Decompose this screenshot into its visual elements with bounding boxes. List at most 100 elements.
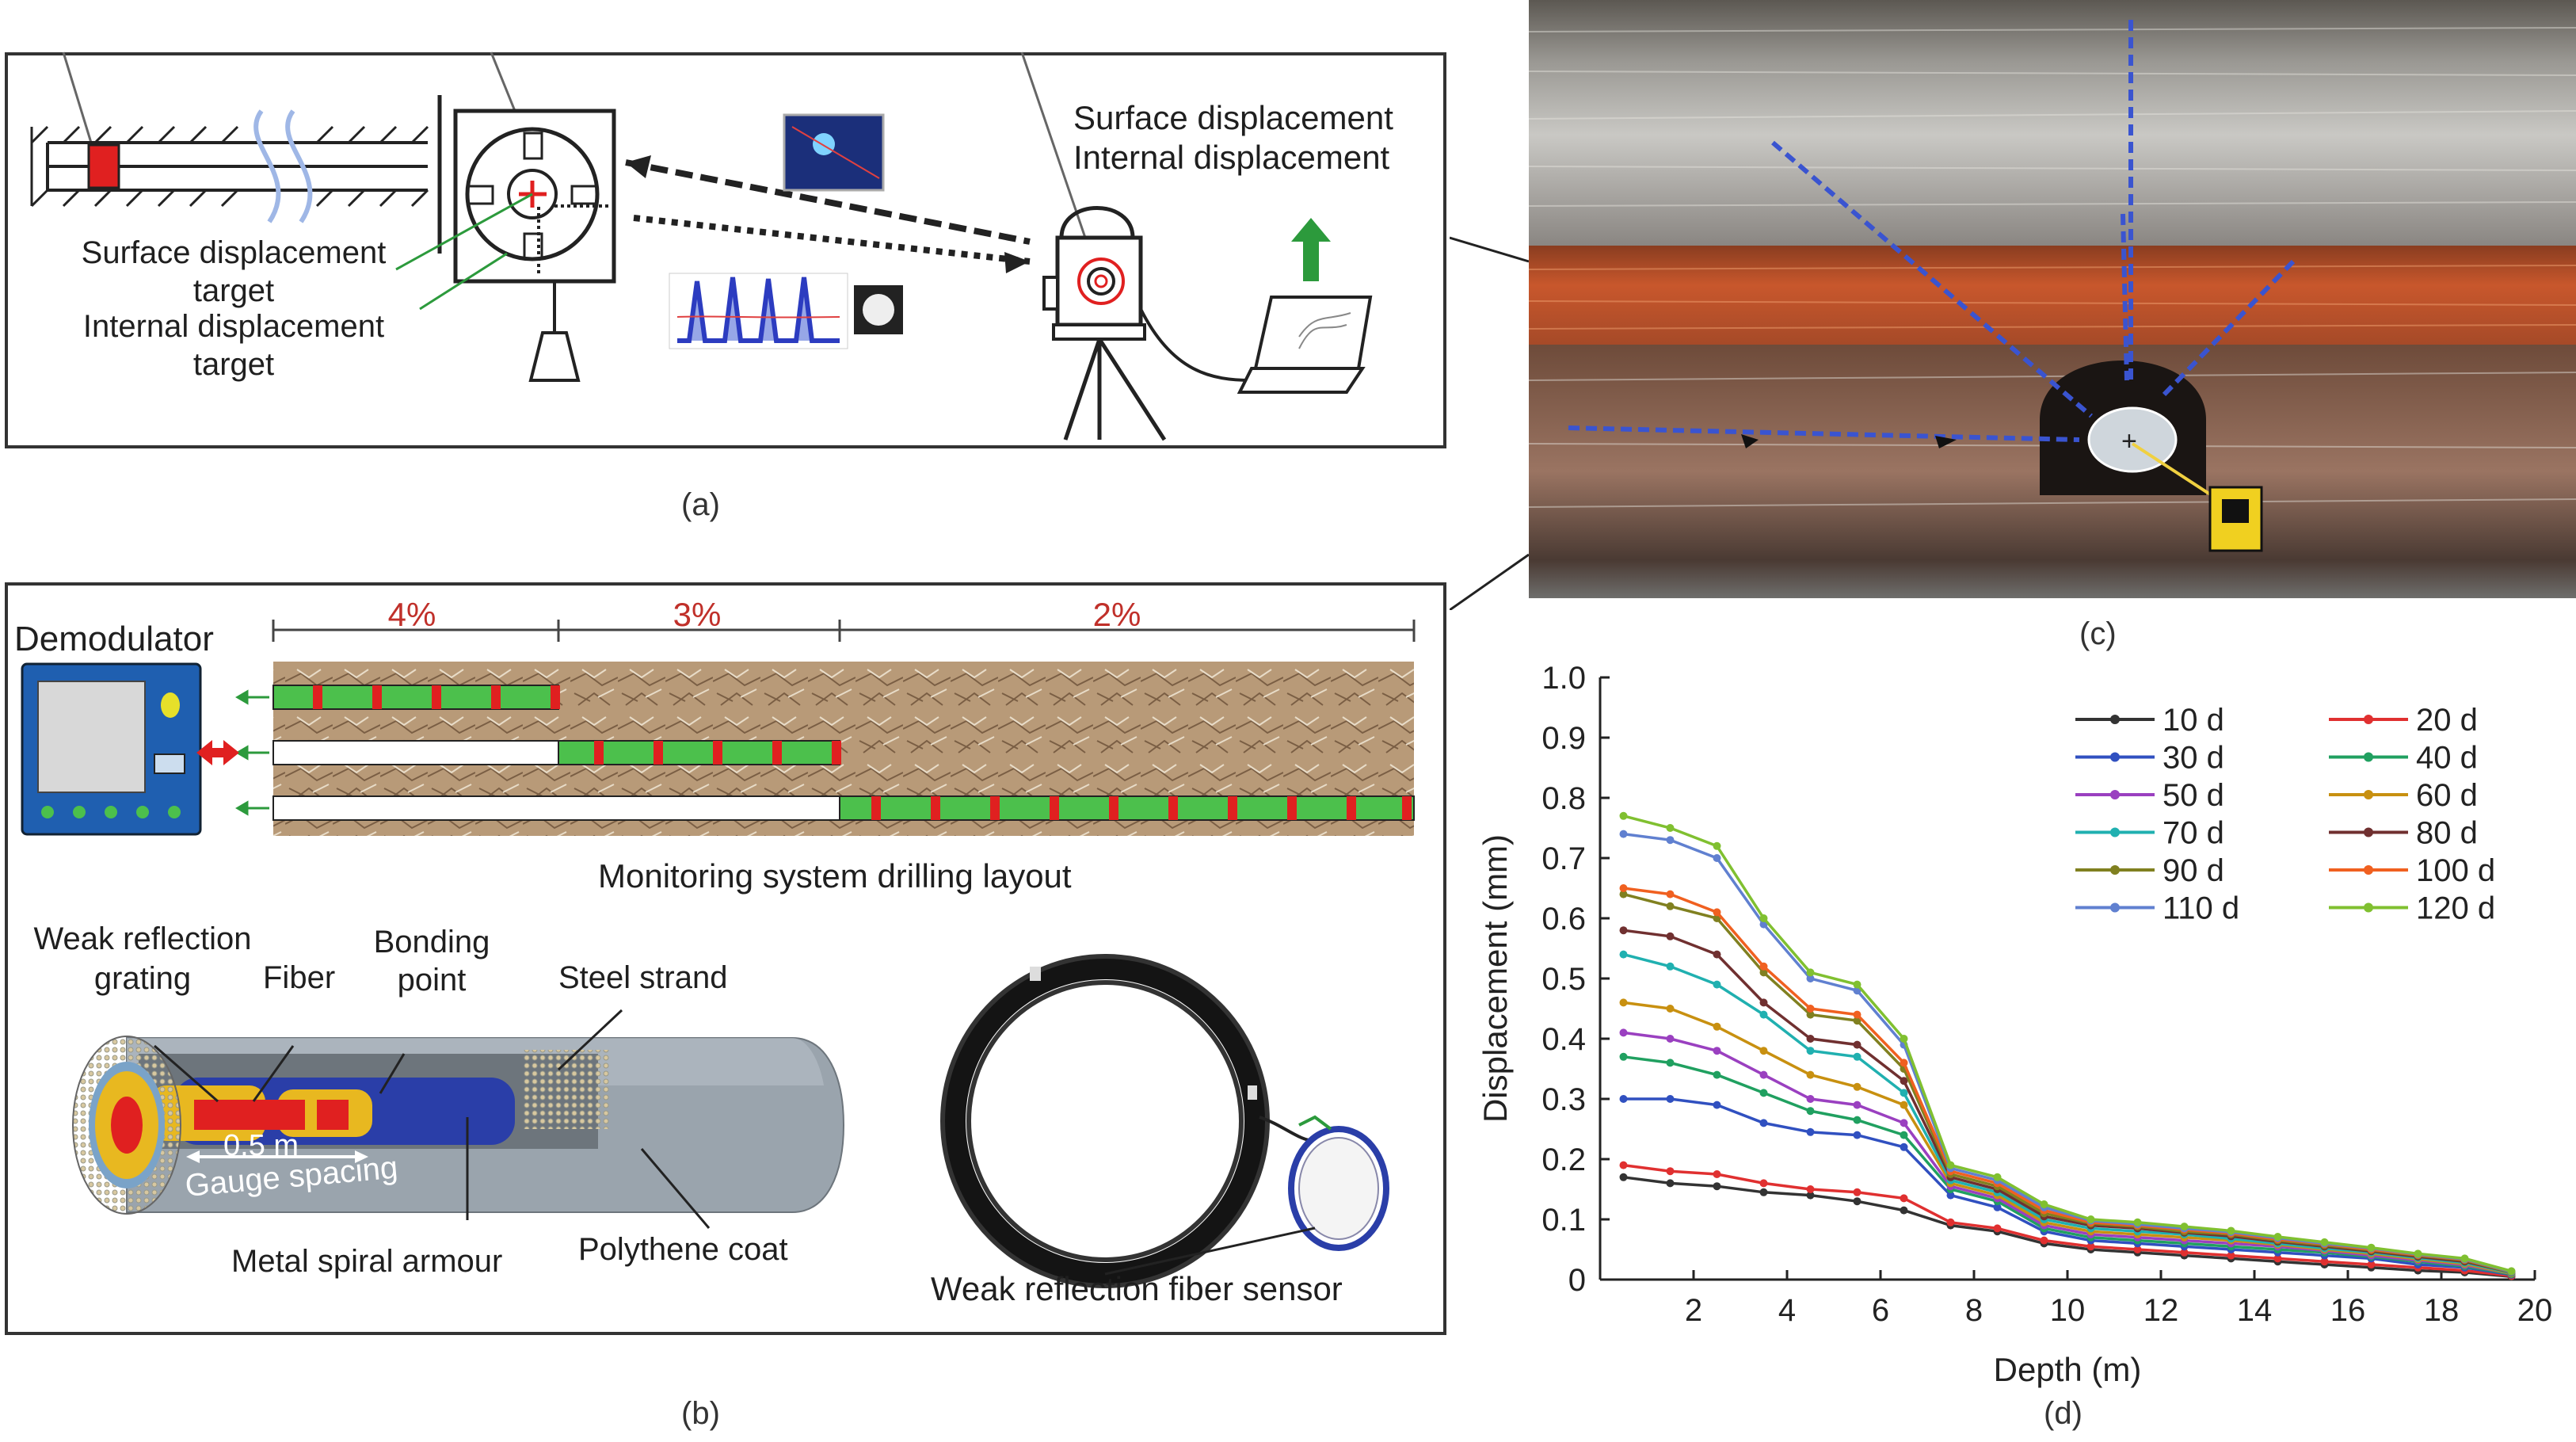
y-tick-label: 0.9 [1541,721,1586,756]
data-point [1713,841,1721,850]
data-point [2086,1215,2095,1223]
data-point [1993,1224,2002,1233]
legend-label: 110 d [2163,891,2239,926]
data-point [2180,1248,2189,1257]
data-point [1900,1119,1908,1127]
demodulator-label: Demodulator [14,620,214,658]
x-tick-label: 16 [2330,1293,2366,1328]
series-line [1623,1031,2512,1276]
spacing-value-label: 0.5 m [223,1129,299,1162]
data-point [1900,1059,1908,1067]
legend-label: 10 d [2163,703,2224,738]
data-point [1900,1089,1908,1097]
data-point [1713,1047,1721,1055]
data-point [2227,1226,2235,1235]
pct-3: 3% [673,596,722,633]
polythene-coat-label: Polythene coat [578,1232,788,1267]
data-point [2460,1254,2469,1263]
legend-label: 120 d [2416,891,2495,926]
x-axis-label: Depth (m) [1994,1351,2142,1388]
fiber-sensor-label: Weak reflection fiber sensor [931,1270,1343,1307]
data-point [1713,980,1721,989]
data-point [1853,980,1862,989]
data-point [1806,1010,1815,1019]
series-line [1623,814,2512,1273]
panel-a [5,52,1446,448]
data-point [1853,1188,1862,1196]
legend-label: 20 d [2416,703,2478,738]
y-tick-label: 0 [1568,1263,1586,1298]
data-point [1946,1161,1955,1169]
data-point [2414,1249,2422,1258]
surface-displacement-label: Surface displacement [1073,99,1393,136]
data-point [1993,1173,2002,1181]
series-line [1623,929,2512,1274]
legend-label: 100 d [2416,853,2495,888]
x-tick-label: 18 [2424,1293,2460,1328]
series-line [1623,1176,2512,1278]
legend-marker [2364,865,2373,875]
svg-text:+: + [2121,426,2137,456]
y-axis-label: Displacement (mm) [1477,834,1514,1123]
panel-a-drawing [30,52,1373,441]
data-point [1900,1101,1908,1109]
x-tick-label: 8 [1965,1293,1983,1328]
caption-a: (a) [681,487,720,522]
data-point [2040,1236,2048,1245]
data-point [1853,1017,1862,1025]
data-point [1900,1194,1908,1203]
data-point [1713,950,1721,959]
series-line [1623,952,2512,1275]
x-tick-label: 20 [2517,1293,2553,1328]
data-point [1993,1203,2002,1211]
legend-label: 40 d [2416,741,2478,776]
data-point [1853,1082,1862,1091]
data-point [1900,1143,1908,1151]
data-point [1900,1077,1908,1085]
data-point [1853,1010,1862,1019]
data-point [2367,1243,2376,1252]
y-tick-label: 0.3 [1541,1082,1586,1117]
data-point [1853,1101,1862,1109]
data-point [1853,1052,1862,1061]
pct-2: 2% [1092,596,1141,633]
data-point [1713,1070,1721,1079]
weak-reflection-grating-label: Weak reflection grating [33,921,252,996]
x-tick-label: 2 [1685,1293,1702,1328]
data-point [2507,1267,2516,1276]
data-point [1619,830,1628,838]
caption-c: (c) [2079,616,2117,651]
data-point [1619,926,1628,935]
data-point [1900,1035,1908,1043]
data-point [1806,975,1815,982]
caption-d: (d) [2044,1396,2083,1431]
legend-marker [2364,715,2373,724]
surface-target-label: Surface displacement target [81,235,387,308]
data-point [1759,962,1768,971]
data-point [1900,1131,1908,1139]
data-point [2180,1223,2189,1231]
legend-marker [2110,715,2120,724]
y-tick-label: 0.7 [1541,841,1586,876]
metal-spiral-armour-label: Metal spiral armour [231,1244,503,1279]
data-point [1759,968,1768,977]
data-point [2133,1218,2142,1226]
data-point [1806,1095,1815,1103]
data-point [1806,1005,1815,1013]
legend-marker [2364,752,2373,762]
data-point [2040,1200,2048,1208]
legend-label: 30 d [2163,741,2224,776]
legend-marker [2110,902,2120,913]
data-point [1759,1047,1768,1055]
panel-b-drawing [21,620,1416,1288]
steel-strand-label: Steel strand [558,960,728,995]
data-point [1619,1028,1628,1037]
bonding-point-label: Bonding point [373,925,490,998]
data-point [1759,1010,1768,1019]
data-point [2086,1242,2095,1251]
y-tick-label: 0.2 [1541,1143,1586,1177]
data-point [1713,1170,1721,1178]
series-line [1623,1163,2512,1278]
data-point [1666,890,1675,898]
